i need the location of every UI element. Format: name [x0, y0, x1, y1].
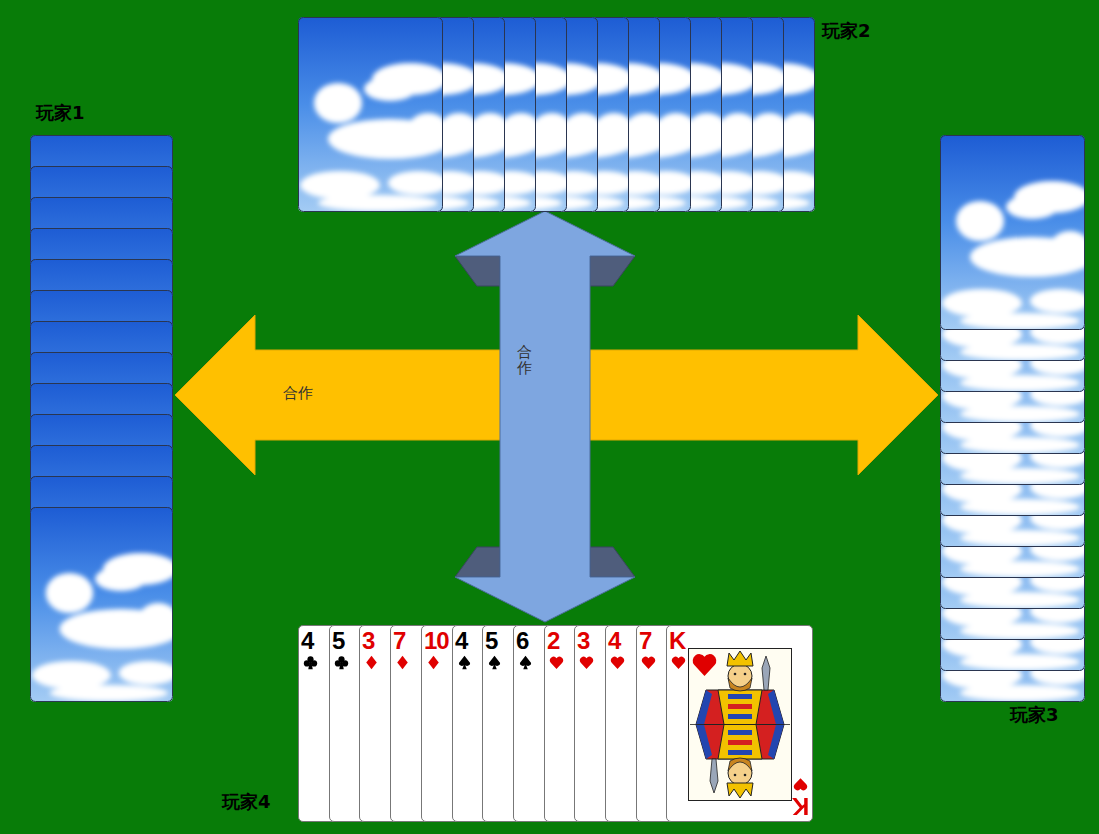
card-rank: 4	[608, 629, 620, 653]
player-hand: 玩家3	[940, 135, 1085, 702]
player-label: 玩家4	[222, 791, 271, 813]
player-hand: 玩家2	[298, 17, 815, 212]
edge-label: 合作	[283, 385, 313, 402]
suit-symbol	[364, 655, 379, 670]
card-back	[298, 17, 452, 212]
player-label: 玩家2	[822, 20, 871, 42]
card-back	[940, 135, 1094, 330]
arrow-head-bevel	[455, 256, 500, 286]
suit-symbol	[641, 655, 656, 670]
king-portrait	[688, 648, 792, 801]
card-rank: K	[669, 629, 685, 653]
card-backs	[298, 17, 815, 212]
suit-symbol	[395, 655, 410, 670]
suit-symbol	[426, 655, 441, 670]
suit-symbol	[518, 655, 533, 670]
card-rank: 7	[639, 629, 651, 653]
card-rank: 3	[577, 629, 589, 653]
card-backs	[30, 135, 173, 702]
player-hand: 玩家1	[30, 135, 173, 702]
edge-label: 合作	[517, 344, 532, 377]
arrow-head-bevel	[455, 547, 500, 577]
player-label: 玩家3	[1010, 704, 1059, 726]
card-rank: 3	[362, 629, 374, 653]
card-rank: 5	[332, 629, 344, 653]
card-rank: 4	[301, 629, 313, 653]
card-rank: 7	[393, 629, 405, 653]
arrow-body	[455, 211, 635, 622]
suit-symbol	[457, 655, 472, 670]
card-rank: 5	[485, 629, 497, 653]
suit-symbol	[487, 655, 502, 670]
playing-card: KK	[666, 625, 813, 822]
arrow-head-bevel	[590, 547, 635, 577]
suit-symbol	[579, 655, 594, 670]
card-rank: 2	[547, 629, 559, 653]
cooperation-arrow	[455, 211, 635, 622]
suit-symbol	[303, 655, 318, 670]
player-hand: 玩家44537104562347KK	[298, 625, 815, 822]
suit-symbol	[610, 655, 625, 670]
card-rank: 6	[516, 629, 528, 653]
card-backs	[940, 135, 1085, 702]
arrow-head-bevel	[590, 256, 635, 286]
card-rank: 10	[424, 629, 449, 653]
card-rank: K	[793, 794, 809, 818]
card-rank: 4	[455, 629, 467, 653]
suit-symbol	[793, 777, 808, 792]
player-label: 玩家1	[36, 102, 85, 124]
card-back	[30, 507, 182, 702]
suit-symbol	[549, 655, 564, 670]
suit-symbol	[671, 655, 686, 670]
suit-symbol	[334, 655, 349, 670]
